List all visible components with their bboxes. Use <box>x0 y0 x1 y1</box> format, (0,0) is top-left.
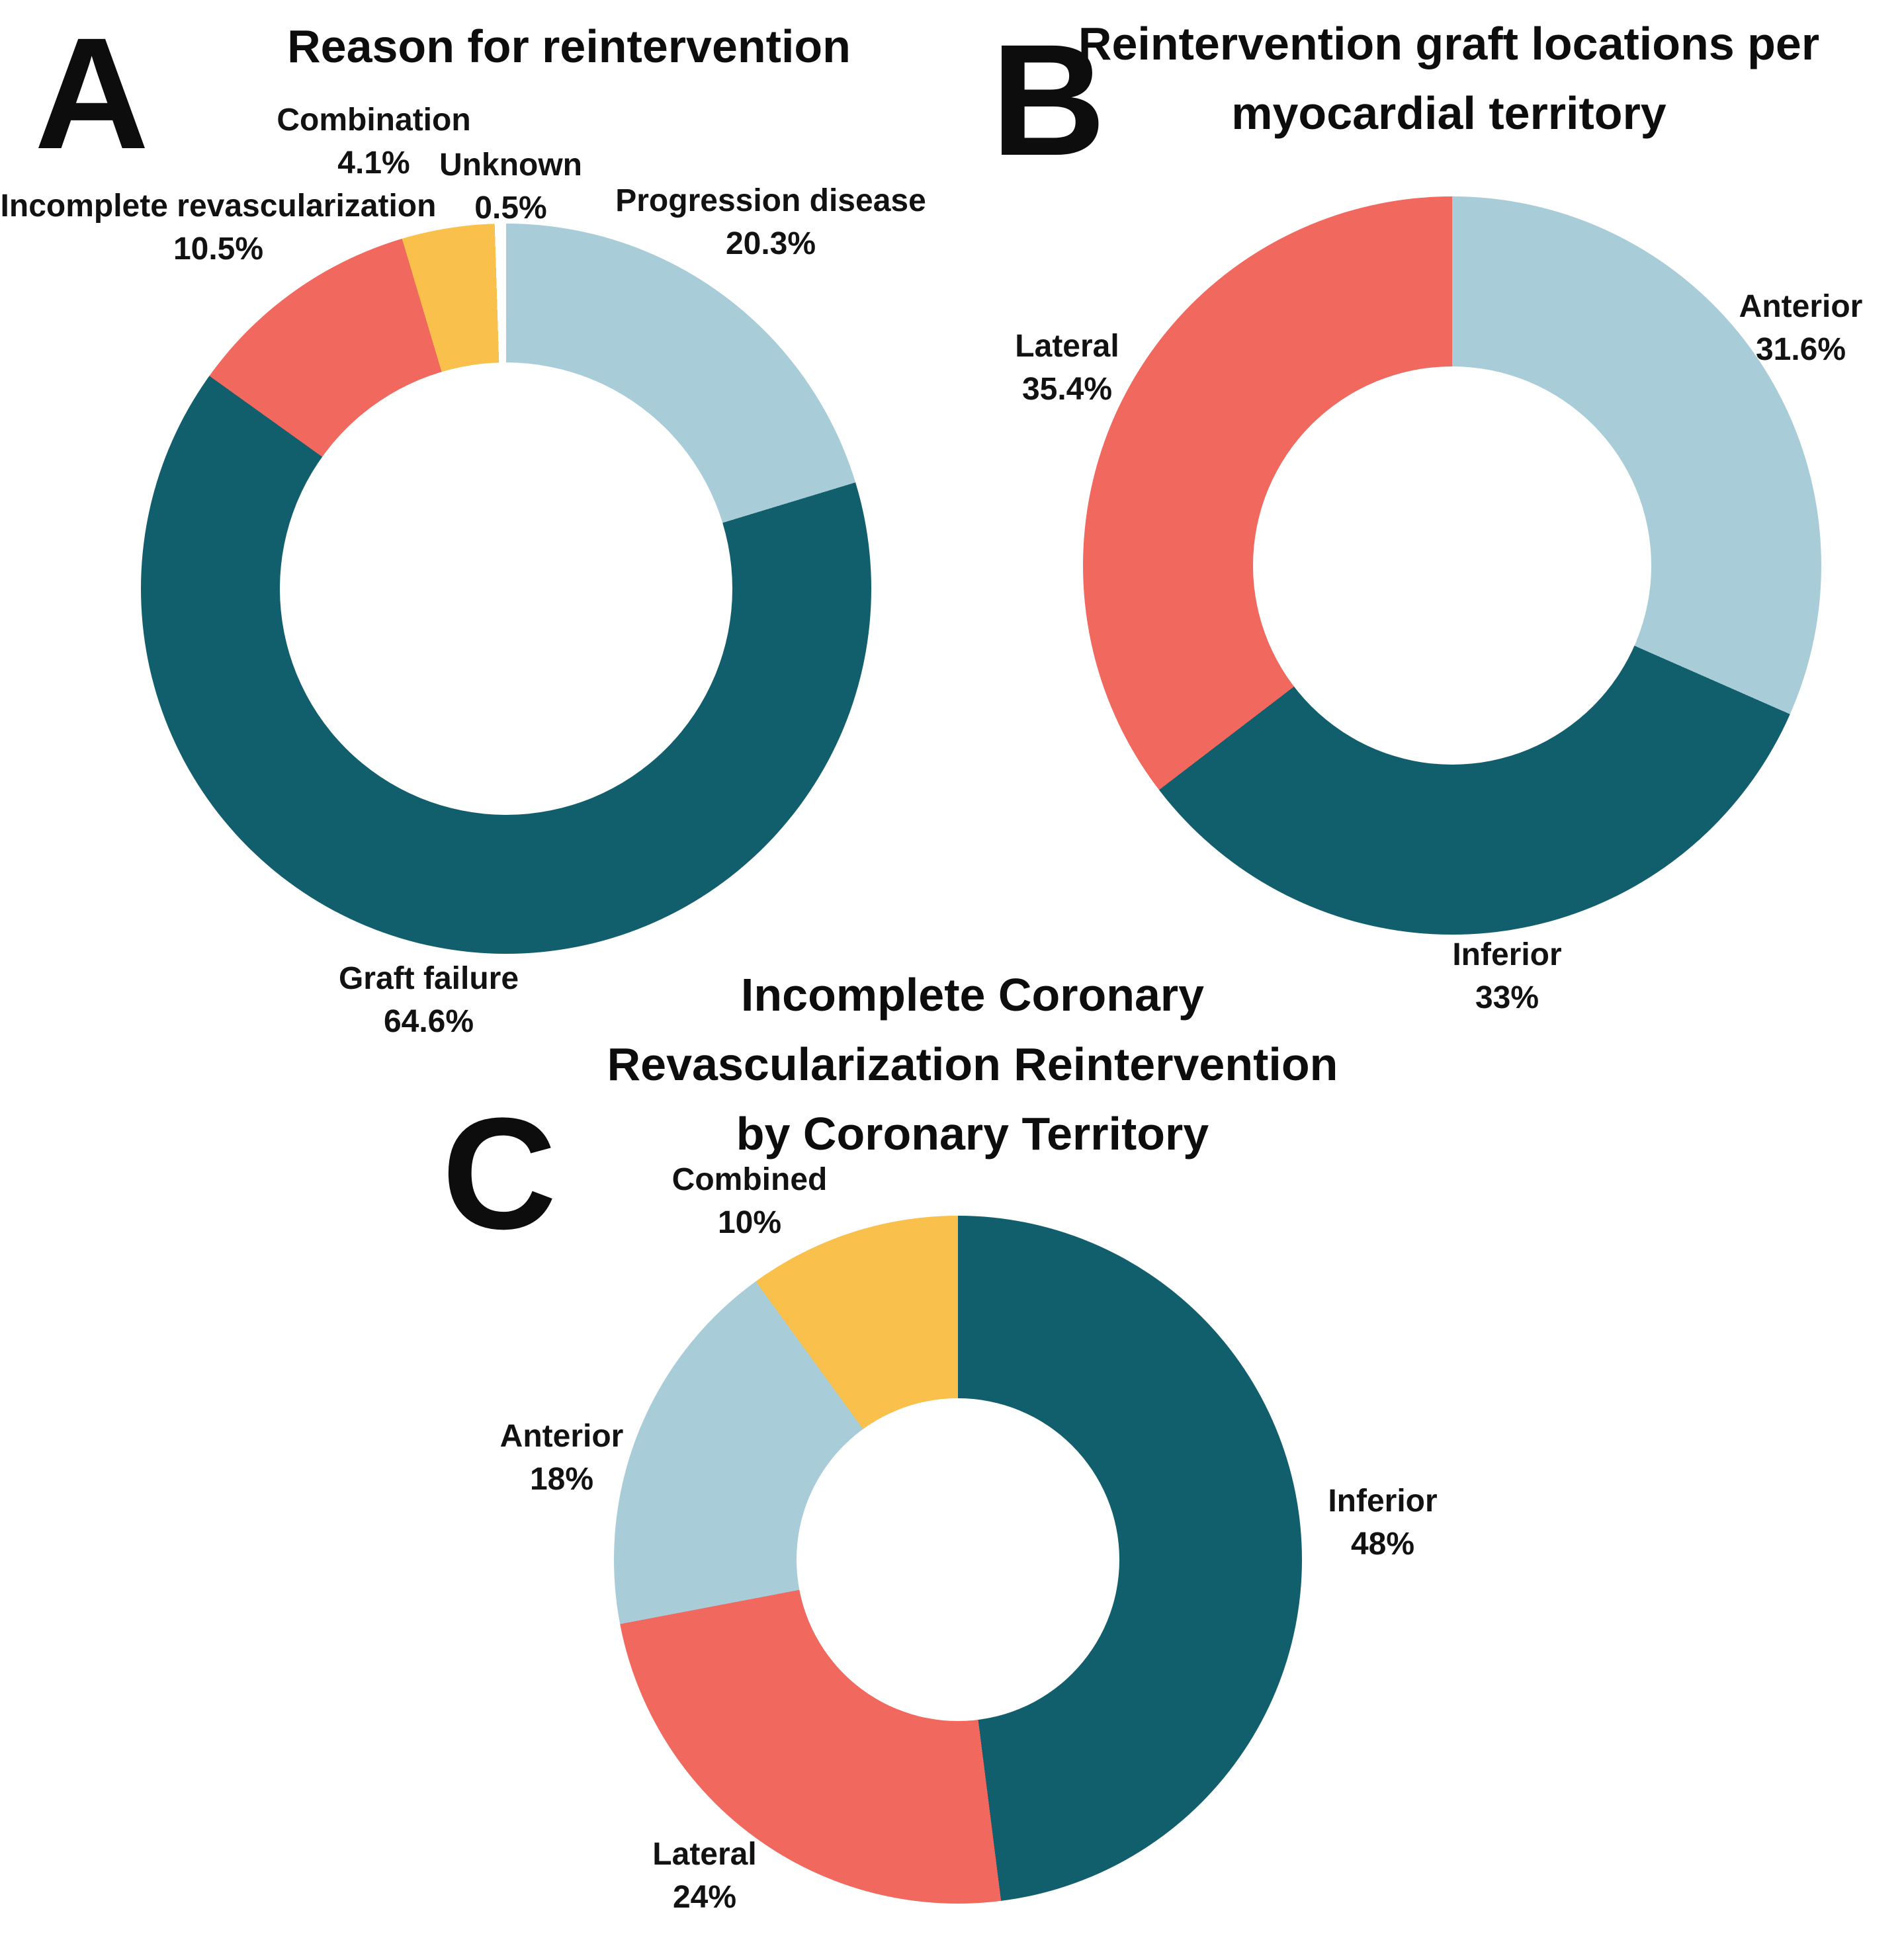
donut-c-hole <box>796 1398 1120 1722</box>
label-c-inferior: Inferior 48% <box>1328 1480 1437 1566</box>
slice-label-name: Lateral <box>652 1837 757 1872</box>
slice-label-pct: 33% <box>1475 980 1539 1015</box>
slice-label-name: Graft failure <box>338 961 519 996</box>
slice-label-pct: 4.1% <box>337 145 410 181</box>
slice-label-pct: 35.4% <box>1021 371 1113 407</box>
slice-label-pct: 24% <box>672 1879 737 1915</box>
chart-a-title: Reason for reintervention <box>287 21 851 72</box>
label-a-progression-disease: Progression disease 20.3% <box>615 180 926 266</box>
slice-label-name: Combination <box>277 103 471 138</box>
panel-letter-c: C <box>442 1085 557 1262</box>
panel-letter-b: B <box>991 11 1106 189</box>
label-a-unknown: Unknown 0.5% <box>439 144 582 230</box>
chart-b-title: Reintervention graft locations per myoca… <box>1078 9 1819 148</box>
donut-chart-c <box>614 1216 1302 1904</box>
chart-b-title-line1: Reintervention graft locations per <box>1078 18 1820 69</box>
slice-label-name: Inferior <box>1452 937 1562 972</box>
label-c-combined: Combined 10% <box>672 1159 828 1245</box>
label-b-anterior: Anterior 31.6% <box>1739 286 1863 372</box>
donut-chart-b <box>1083 196 1821 935</box>
slice-label-pct: 31.6% <box>1755 331 1846 367</box>
slice-label-pct: 18% <box>529 1461 594 1497</box>
label-a-incomplete-revascularization: Incomplete revascularization 10.5% <box>1 185 437 271</box>
slice-label-pct: 20.3% <box>725 226 816 261</box>
slice-label-name: Anterior <box>499 1419 624 1454</box>
label-a-graft-failure: Graft failure 64.6% <box>339 958 519 1044</box>
chart-c-title-line3: by Coronary Territory <box>736 1108 1209 1159</box>
chart-b-title-line2: myocardial territory <box>1231 87 1666 139</box>
slice-label-pct: 64.6% <box>383 1003 474 1039</box>
slice-label-pct: 10.5% <box>173 231 264 267</box>
slice-label-name: Progression disease <box>615 183 926 218</box>
slice-label-pct: 0.5% <box>474 190 547 226</box>
slice-label-name: Lateral <box>1015 329 1119 364</box>
slice-label-pct: 10% <box>717 1204 782 1240</box>
donut-a-hole <box>279 362 733 816</box>
slice-label-name: Anterior <box>1739 289 1863 324</box>
donut-chart-a <box>141 224 871 954</box>
slice-label-name: Incomplete revascularization <box>0 189 437 224</box>
chart-c-title-line1: Incomplete Coronary <box>740 969 1205 1021</box>
chart-c-title: Incomplete Coronary Revascularization Re… <box>607 960 1338 1169</box>
label-b-lateral: Lateral 35.4% <box>1015 325 1119 411</box>
label-c-lateral: Lateral 24% <box>652 1833 756 1919</box>
slice-label-pct: 48% <box>1350 1526 1415 1562</box>
donut-b-hole <box>1252 366 1652 765</box>
chart-c-title-line2: Revascularization Reintervention <box>607 1038 1338 1090</box>
slice-label-name: Combined <box>671 1162 828 1197</box>
slice-label-name: Inferior <box>1328 1484 1438 1519</box>
slice-label-name: Unknown <box>439 147 582 183</box>
label-a-combination: Combination 4.1% <box>277 99 470 185</box>
label-c-anterior: Anterior 18% <box>500 1415 624 1501</box>
label-b-inferior: Inferior 33% <box>1452 934 1561 1020</box>
panel-letter-a: A <box>34 5 150 182</box>
